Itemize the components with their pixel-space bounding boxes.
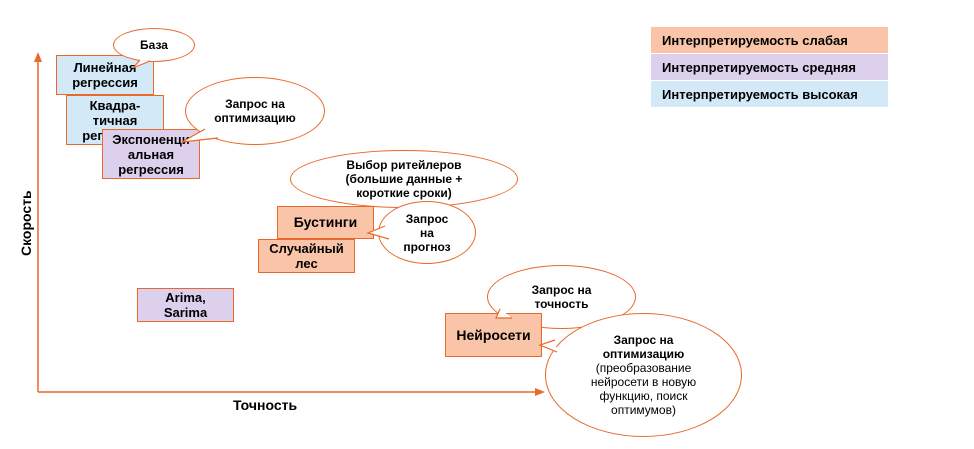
model-exponential-regression: Экспоненци альная регрессия xyxy=(102,129,200,179)
callout-base: База xyxy=(113,28,195,62)
model-linear-regression: Линейная регрессия xyxy=(56,55,154,95)
callout-nn-optimization: Запрос на оптимизацию (преобразование не… xyxy=(545,313,742,437)
x-axis-arrow xyxy=(535,388,545,396)
legend-weak-label: Интерпретируемость слабая xyxy=(662,32,848,48)
tail-accuracy xyxy=(495,308,512,319)
legend-medium: Интерпретируемость средняя xyxy=(651,54,888,80)
x-axis-label: Точность xyxy=(233,397,298,413)
tail-optimization xyxy=(181,128,219,143)
tail-base xyxy=(132,59,151,69)
legend-weak: Интерпретируемость слабая xyxy=(651,27,888,53)
callout-forecast-request: Запрос на прогноз xyxy=(378,201,476,264)
model-random-forest: Случайный лес xyxy=(258,239,355,273)
legend-high-label: Интерпретируемость высокая xyxy=(662,86,858,102)
callout-nn-optimization-detail: (преобразование нейросети в новую функци… xyxy=(590,361,697,417)
legend-high: Интерпретируемость высокая xyxy=(651,81,888,107)
callout-nn-optimization-title: Запрос на оптимизацию xyxy=(602,333,685,361)
model-arima-sarima: Arima, Sarima xyxy=(137,288,234,322)
y-axis-arrow xyxy=(34,52,42,62)
callout-retailer-choice: Выбор ритейлеров (большие данные + корот… xyxy=(290,150,518,208)
model-boosting: Бустинги xyxy=(277,206,374,239)
model-neural-networks: Нейросети xyxy=(445,313,542,357)
tail-nn xyxy=(538,339,558,353)
tail-forecast xyxy=(366,225,390,240)
legend-medium-label: Интерпретируемость средняя xyxy=(662,59,856,75)
